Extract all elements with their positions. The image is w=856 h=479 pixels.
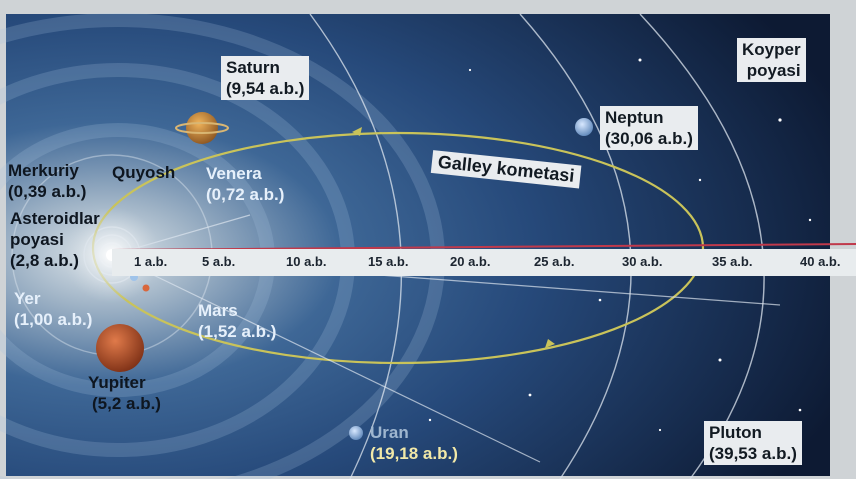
mercury-name: Merkuriy (8, 161, 79, 180)
scale-tick-40: 40 a.b. (800, 254, 841, 269)
orbit-neptune (519, 13, 632, 479)
scale-tick-10: 10 a.b. (286, 254, 327, 269)
scale-tick-5: 5 a.b. (202, 254, 236, 269)
uranus-label: Uran (19,18 a.b.) (370, 422, 458, 464)
distance-scale: 1 a.b. 5 a.b. 10 a.b. 15 a.b. 20 a.b. 25… (112, 249, 856, 276)
mars-label: Mars (1,52 a.b.) (198, 300, 276, 342)
kuiper-belt-line1: Koyper (742, 40, 801, 59)
jupiter-planet (96, 324, 144, 372)
earth-distance: (1,00 a.b.) (14, 310, 93, 329)
venus-distance: (0,72 a.b.) (206, 185, 285, 204)
scale-tick-25: 25 a.b. (534, 254, 575, 269)
earth-name: Yer (14, 289, 41, 308)
jupiter-distance: (5,2 a.b.) (92, 394, 161, 413)
jupiter-label: Yupiter (5,2 a.b.) (88, 372, 161, 414)
sun-label: Quyosh (112, 163, 176, 182)
neptune-name: Neptun (605, 108, 664, 127)
uranus-name: Uran (370, 423, 409, 442)
mercury-distance: (0,39 a.b.) (8, 182, 87, 201)
scale-tick-15: 15 a.b. (368, 254, 409, 269)
mercury-label: Merkuriy (0,39 a.b.) (8, 160, 86, 202)
orbit-uranus (309, 13, 403, 479)
venus-name: Venera (206, 164, 262, 183)
neptune-label: Neptun (30,06 a.b.) (600, 106, 698, 150)
asteroid-belt-line2: poyasi (10, 230, 64, 249)
uranus-planet (349, 426, 363, 440)
scale-tick-20: 20 a.b. (450, 254, 491, 269)
saturn-distance: (9,54 a.b.) (226, 79, 305, 98)
stars (428, 38, 812, 432)
scale-tick-35: 35 a.b. (712, 254, 753, 269)
saturn-ring (175, 122, 229, 134)
asteroid-belt-distance: (2,8 a.b.) (10, 251, 79, 270)
comet-arrow-top (352, 127, 362, 136)
orbit-pluto (639, 13, 765, 479)
uranus-distance: (19,18 a.b.) (370, 444, 458, 463)
venus-label: Venera (0,72 a.b.) (206, 163, 284, 205)
comet-arrow-bottom (545, 339, 555, 348)
pluto-label: Pluton (39,53 a.b.) (704, 421, 802, 465)
pluto-distance: (39,53 a.b.) (709, 444, 797, 463)
saturn-planet (186, 112, 218, 144)
saturn-name: Saturn (226, 58, 280, 77)
mars-name: Mars (198, 301, 238, 320)
saturn-label: Saturn (9,54 a.b.) (221, 56, 310, 100)
asteroid-belt-label: Asteroidlar poyasi (2,8 a.b.) (10, 208, 100, 271)
kuiper-belt-label: Koyper poyasi (737, 38, 806, 82)
scale-tick-30: 30 a.b. (622, 254, 663, 269)
neptune-distance: (30,06 a.b.) (605, 129, 693, 148)
jupiter-name: Yupiter (88, 373, 146, 392)
mars-distance: (1,52 a.b.) (198, 322, 277, 341)
scale-tick-1: 1 a.b. (134, 254, 168, 269)
mars-planet (142, 284, 150, 292)
asteroid-belt-line1: Asteroidlar (10, 209, 100, 228)
pluto-name: Pluton (709, 423, 762, 442)
earth-label: Yer (1,00 a.b.) (14, 288, 92, 330)
kuiper-belt-line2: poyasi (746, 61, 801, 80)
neptune-planet (575, 118, 593, 136)
